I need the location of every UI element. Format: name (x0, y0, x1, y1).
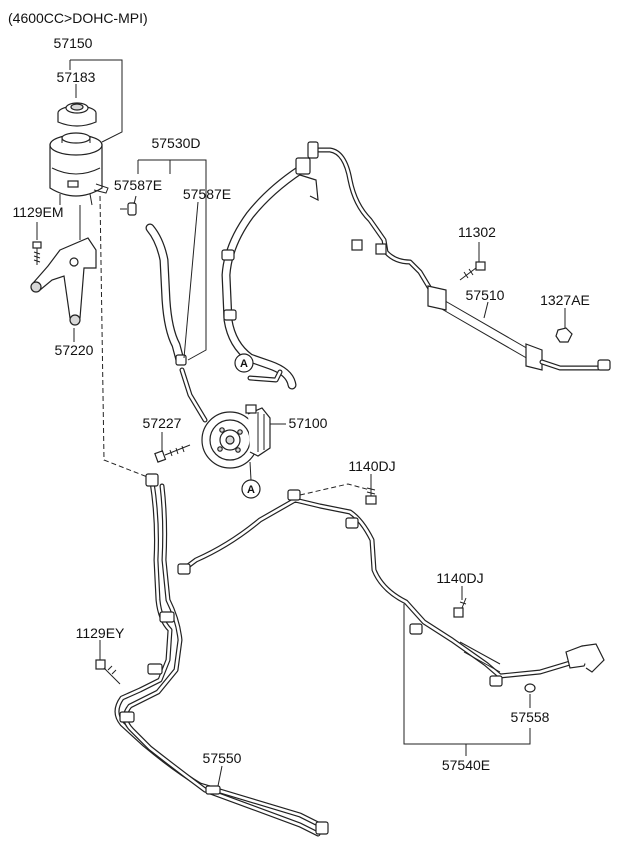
engine-spec-header: (4600CC>DOHC-MPI) (8, 10, 148, 26)
label-57587e-right: 57587E (183, 186, 231, 202)
hose-clip-upper (120, 202, 137, 216)
label-57510: 57510 (466, 287, 505, 303)
label-57100: 57100 (289, 415, 328, 431)
label-57227: 57227 (143, 415, 182, 431)
bolt-1129em (32, 241, 42, 265)
svg-text:A: A (247, 484, 255, 496)
label-57550: 57550 (203, 750, 242, 766)
bolt-1140dj-upper (365, 486, 377, 505)
label-1129ey: 1129EY (76, 625, 125, 641)
reservoir-assembly (49, 102, 137, 216)
label-57220: 57220 (55, 342, 94, 358)
power-steering-pump-57100 (201, 404, 271, 469)
bolt-1129ey (95, 659, 121, 685)
label-57530d: 57530D (151, 135, 200, 151)
o-ring-57558 (524, 683, 536, 693)
label-57183: 57183 (57, 69, 96, 85)
leader-lines (36, 59, 566, 787)
nut-1327ae (555, 327, 573, 343)
label-57540e: 57540E (442, 757, 490, 773)
label-1129em: 1129EM (12, 204, 63, 220)
svg-text:A: A (240, 358, 248, 370)
label-1140dj-lower: 1140DJ (436, 570, 483, 586)
return-tube-57510 (307, 141, 611, 371)
label-1140dj-upper: 1140DJ (348, 458, 395, 474)
label-57587e-left: 57587E (114, 177, 162, 193)
pressure-hose-upper (221, 157, 319, 390)
bolt-57227 (154, 444, 191, 463)
label-11302: 11302 (458, 224, 496, 240)
label-1327ae: 1327AE (540, 292, 590, 308)
bolt-11302 (459, 261, 486, 281)
callout-a-lower-leader (249, 461, 252, 481)
reservoir-cap-57183 (57, 102, 97, 127)
reservoir-body (49, 132, 109, 206)
callout-a-lower: A (241, 479, 261, 499)
bolt-1140dj-lower (453, 597, 467, 618)
callout-a-upper: A (234, 353, 254, 373)
dashed-reference-line (99, 195, 151, 479)
pressure-line-57540e (177, 489, 605, 687)
return-hose-57550 (114, 473, 329, 837)
dashed-bolt-leader-upper (299, 483, 371, 496)
label-57150: 57150 (54, 35, 93, 51)
suction-hose-57530d (145, 223, 208, 423)
reservoir-bracket-57220 (30, 205, 97, 326)
label-57558: 57558 (511, 709, 550, 725)
